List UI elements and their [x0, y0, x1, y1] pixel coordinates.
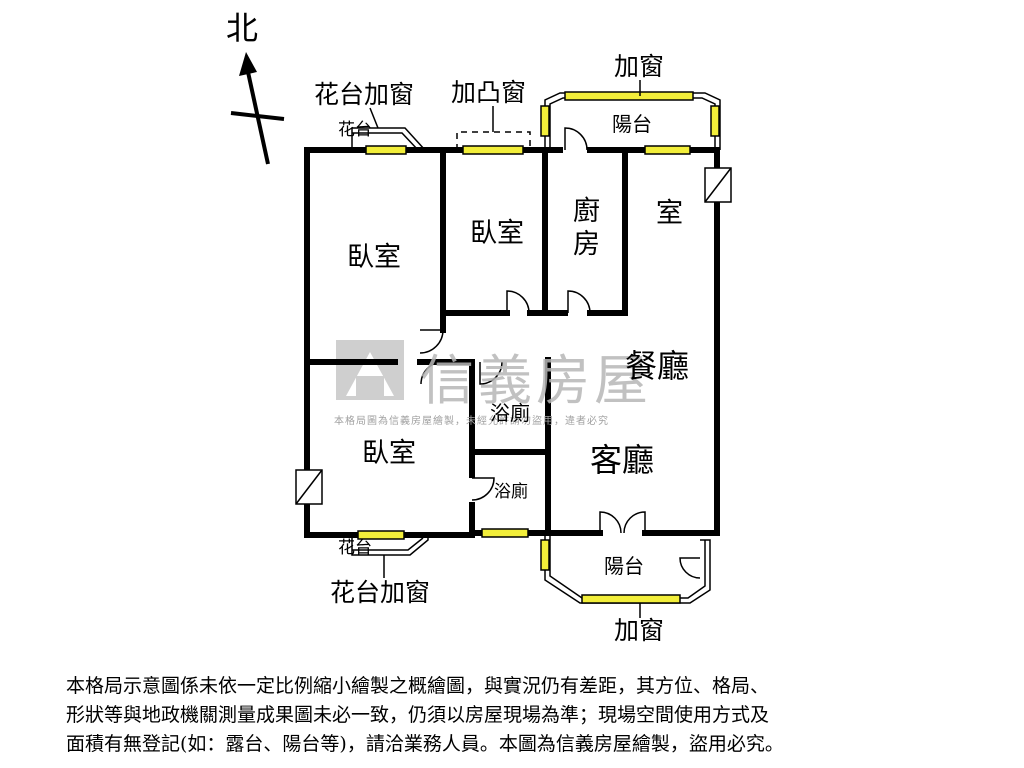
doors	[419, 127, 701, 579]
living-room-label: 客廳	[590, 441, 655, 479]
disclaimer: 本格局示意圖係未依一定比例縮小繪製之概繪圖，與實況仍有差距，其方位、格局、 形狀…	[66, 672, 966, 759]
bay-window-outline	[456, 131, 531, 150]
bedroom-northwest-label: 臥室	[347, 242, 401, 273]
balcony-north-label: 陽台	[612, 112, 652, 136]
dining-label: 餐廳	[625, 347, 690, 385]
bathroom-2-label: 浴廁	[494, 482, 528, 502]
planters	[351, 127, 429, 556]
planter-north-label: 花台	[338, 120, 372, 140]
disclaimer-line-2: 形狀等與地政機關測量成果圖未必一致，仍須以房屋現場為準；現場空間使用方式及	[66, 704, 770, 726]
watermark-brand: 信義房屋	[420, 349, 652, 412]
watermark-logo	[336, 340, 404, 400]
windows	[357, 91, 720, 604]
balcony-south-label: 陽台	[604, 554, 644, 578]
annotation-added-window-north: 加窗	[614, 52, 665, 81]
annotation-added-window-south: 加窗	[614, 616, 665, 645]
ac-unit-icon	[295, 167, 732, 505]
room-northeast-label: 室	[656, 198, 683, 229]
bedroom-southwest-label: 臥室	[362, 438, 416, 469]
kitchen-label: 廚房	[568, 196, 599, 262]
north-compass-icon	[230, 52, 285, 165]
compass-label: 北	[226, 9, 259, 47]
watermark-notice: 本格局圖為信義房屋繪製，未經允許請勿盜用，違者必究	[334, 416, 609, 427]
planter-south-label: 花台	[338, 538, 372, 558]
annotation-planter-window-north: 花台加窗	[314, 80, 415, 109]
bathroom-1-label: 浴廁	[490, 401, 530, 425]
annotation-leaders	[369, 80, 641, 618]
disclaimer-line-1: 本格局示意圖係未依一定比例縮小繪製之概繪圖，與實況仍有差距，其方位、格局、	[66, 675, 770, 697]
disclaimer-line-3: 面積有無登記(如：露台、陽台等)，請洽業務人員。本圖為信義房屋繪製，盜用必究。	[66, 733, 784, 755]
bedroom-north-label: 臥室	[470, 218, 524, 249]
annotation-bay-window: 加凸窗	[451, 78, 527, 107]
annotation-planter-window-south: 花台加窗	[330, 578, 431, 607]
